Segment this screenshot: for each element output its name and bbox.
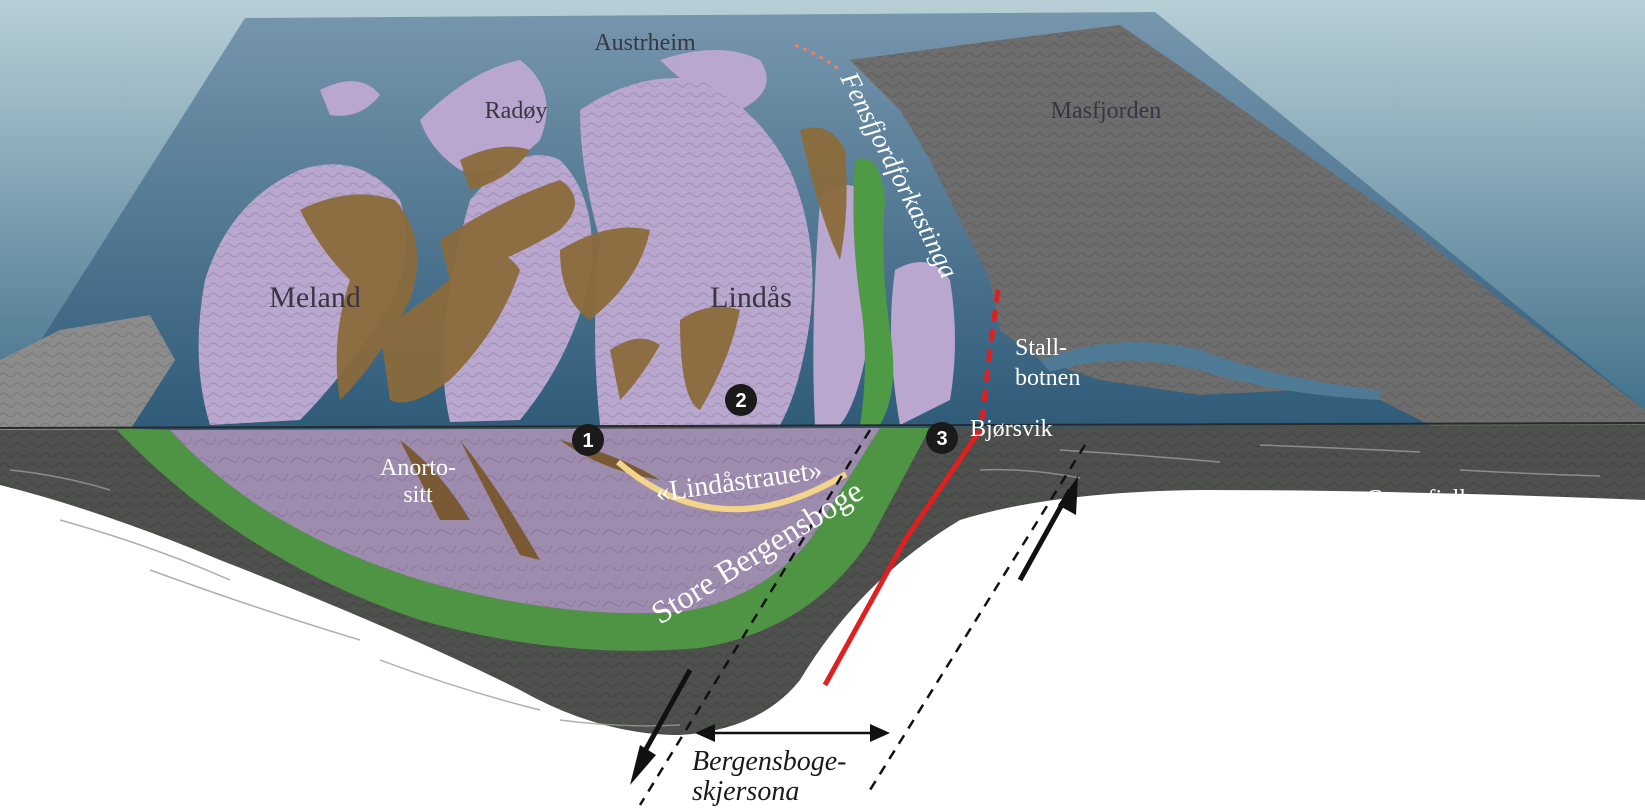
label-shear-zone-2: skjersona — [692, 776, 799, 807]
store-bergensboge-band — [115, 428, 930, 651]
label-anortositt-2: sitt — [403, 482, 433, 508]
shear-arrow-down — [630, 668, 693, 785]
label-grunnfjell: Grunnfjell — [1366, 486, 1466, 512]
fault-solid-red — [822, 428, 983, 687]
label-stallbotnen-1: Stall- — [1015, 335, 1067, 361]
marker-2: 2 — [725, 384, 757, 416]
label-meland: Meland — [269, 281, 361, 314]
marker-3: 3 — [926, 422, 958, 454]
fjord-channel — [1040, 342, 1380, 400]
label-bjorsvik: Bjørsvik — [970, 416, 1053, 442]
svg-text:2: 2 — [735, 390, 746, 412]
green-surface-strip — [853, 158, 894, 426]
label-masfjorden: Masfjorden — [1051, 98, 1162, 124]
shear-zone-lines — [638, 429, 1087, 806]
lindastrauet-arc — [616, 459, 848, 513]
svg-text:3: 3 — [936, 428, 947, 450]
label-lindas: Lindås — [710, 281, 792, 314]
brown-rock-bands — [300, 127, 847, 410]
fault-dashed-red — [979, 289, 1001, 421]
label-radoy: Radøy — [485, 98, 548, 124]
surface-line — [0, 422, 1645, 429]
zone-width-arrow — [695, 724, 890, 742]
label-austrheim: Austrheim — [594, 30, 696, 56]
label-anortositt-1: Anorto- — [380, 455, 456, 481]
shear-arrow-up — [1017, 476, 1078, 582]
fault-dotted-salmon — [794, 43, 841, 72]
marker-1: 1 — [572, 424, 604, 456]
label-stallbotnen-2: botnen — [1015, 365, 1080, 391]
foliation-lines — [9, 444, 1601, 727]
label-shear-zone-1: Bergensboge- — [692, 746, 846, 777]
svg-text:1: 1 — [582, 430, 593, 452]
